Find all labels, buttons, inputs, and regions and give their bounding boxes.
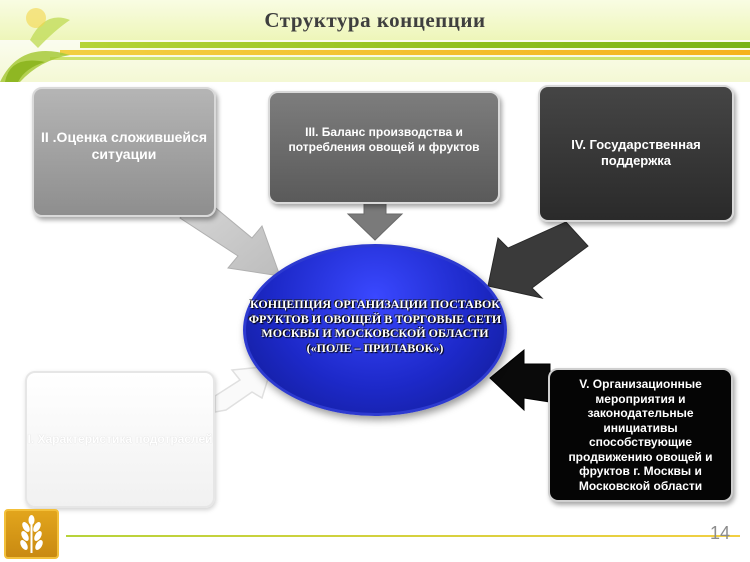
header-band	[0, 0, 750, 40]
header-stripe-light	[50, 57, 750, 60]
wheat-logo	[4, 509, 59, 559]
sprout-icon	[0, 8, 70, 82]
center-concept-ellipse: КОНЦЕПЦИЯ ОРГАНИЗАЦИИ ПОСТАВОК ФРУКТОВ И…	[243, 244, 507, 416]
page-title: Структура концепции	[264, 8, 486, 32]
wheat-icon	[20, 515, 43, 553]
arrow-from-box-3	[346, 202, 404, 241]
center-concept-label: КОНЦЕПЦИЯ ОРГАНИЗАЦИИ ПОСТАВОК ФРУКТОВ И…	[248, 297, 502, 355]
box-organizational-label: V. Организационные мероприятия и законод…	[568, 377, 713, 493]
box-assessment: II .Оценка сложившейся ситуации	[32, 87, 216, 217]
arrow-from-box-4	[487, 221, 589, 299]
box-balance: III. Баланс производства и потребления о…	[268, 91, 500, 204]
slide-header: Структура концепции	[0, 0, 750, 82]
page-number: 14	[709, 523, 730, 543]
header-stripe-yellow	[60, 50, 750, 55]
header-stripe-green	[80, 42, 750, 48]
footer-divider	[66, 535, 740, 537]
box-balance-label: III. Баланс производства и потребления о…	[288, 125, 480, 154]
box-organizational: V. Организационные мероприятия и законод…	[548, 368, 733, 502]
box-subsector: I. Характеристика подотраслей	[25, 371, 215, 508]
box-assessment-label: II .Оценка сложившейся ситуации	[41, 129, 207, 162]
box-state-support-label: IV. Государственная поддержка	[571, 137, 701, 168]
box-subsector-label: I. Характеристика подотраслей	[27, 432, 213, 446]
box-state-support: IV. Государственная поддержка	[538, 85, 734, 222]
